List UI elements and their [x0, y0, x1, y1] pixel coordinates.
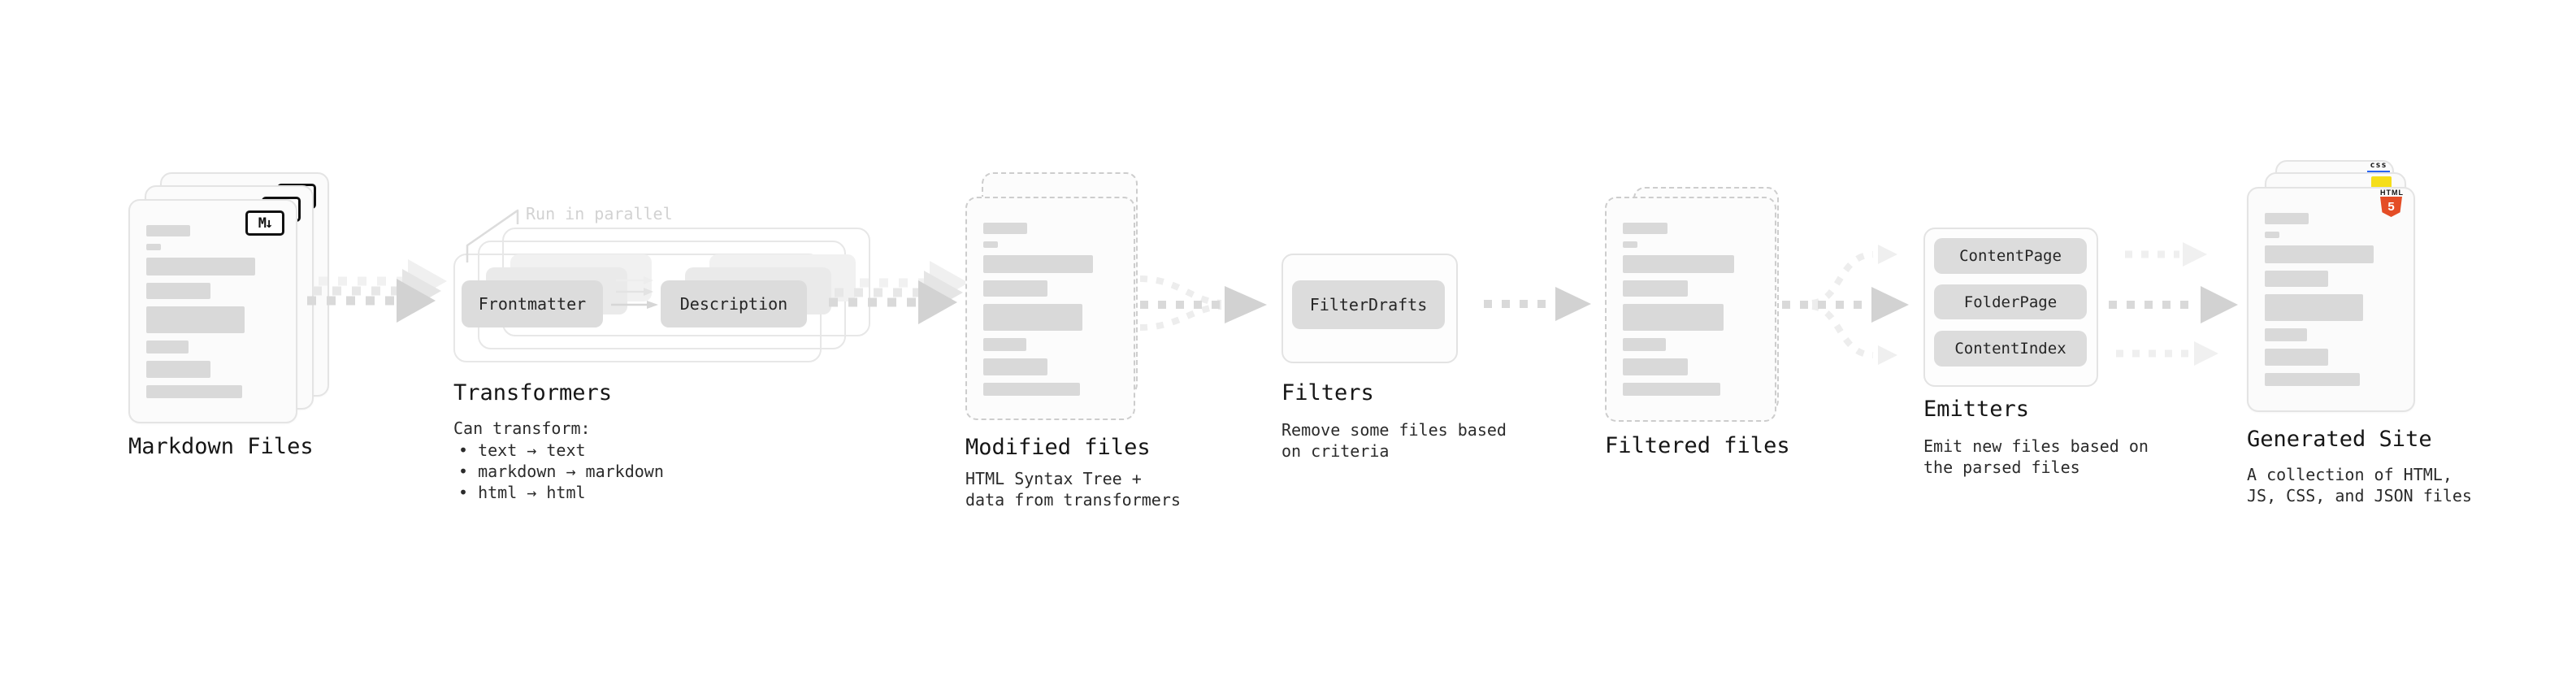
bullet-item: • html → html — [458, 483, 586, 502]
transformers-desc-heading: Can transform: — [453, 419, 591, 438]
skeleton-line — [1623, 255, 1734, 273]
skeleton-line — [1623, 383, 1721, 396]
modified-file-card-front — [965, 197, 1135, 420]
station-title-markdown-files: Markdown Files — [128, 434, 314, 459]
doc-skeleton — [130, 201, 296, 398]
skeleton-line — [1623, 358, 1689, 375]
arrow-transformers-to-modified — [829, 261, 969, 324]
station-title-generated-site: Generated Site — [2247, 427, 2432, 452]
skeleton-line — [2265, 328, 2308, 341]
filter-step-filterdrafts: FilterDrafts — [1292, 280, 1445, 329]
skeleton-line — [2265, 271, 2329, 287]
station-title-transformers: Transformers — [453, 380, 613, 406]
generated-site-desc: A collection of HTML, JS, CSS, and JSON … — [2247, 465, 2472, 505]
station-title-modified-files: Modified files — [965, 435, 1151, 460]
skeleton-line — [146, 225, 191, 236]
skeleton-line — [146, 244, 162, 250]
skeleton-line — [2265, 245, 2374, 263]
skeleton-line — [1623, 304, 1724, 331]
station-title-emitters: Emitters — [1923, 397, 2030, 422]
bullet-item: • markdown → markdown — [458, 462, 664, 481]
filters-desc: Remove some files based on criteria — [1281, 420, 1507, 461]
doc-skeleton — [967, 198, 1134, 396]
skeleton-line — [983, 255, 1094, 273]
modified-files-desc: HTML Syntax Tree + data from transformer… — [965, 469, 1181, 510]
emitter-step-folderpage: FolderPage — [1934, 284, 2087, 319]
arrow-filters-to-filtered — [1484, 287, 1591, 321]
html5-icon: HTML 5 — [2380, 189, 2404, 217]
transformer-step-frontmatter: Frontmatter — [462, 280, 603, 327]
step-flow-arrows — [611, 276, 658, 309]
arrow-filtered-to-emitters-split — [1782, 245, 1909, 365]
generated-file-card-html — [2247, 187, 2415, 412]
skeleton-line — [1623, 241, 1638, 248]
arrow-modified-to-filters-merge — [1139, 275, 1267, 331]
html5-icon-shield: 5 — [2380, 197, 2402, 217]
skeleton-line — [983, 358, 1048, 375]
station-title-filtered-files: Filtered files — [1605, 433, 1790, 458]
html5-icon-number: 5 — [2387, 200, 2395, 214]
skeleton-line — [1623, 280, 1689, 297]
html5-icon-word: HTML — [2380, 189, 2404, 197]
filtered-file-card-front — [1605, 197, 1776, 422]
skeleton-line — [983, 383, 1080, 396]
doc-skeleton — [2249, 189, 2413, 386]
skeleton-line — [983, 338, 1026, 351]
skeleton-line — [2265, 232, 2279, 238]
emitter-step-contentindex: ContentIndex — [1934, 331, 2087, 367]
skeleton-line — [146, 306, 245, 333]
skeleton-line — [2265, 373, 2361, 386]
skeleton-line — [1623, 338, 1667, 351]
skeleton-line — [146, 258, 256, 275]
arrow-emitters-to-generated — [2109, 242, 2238, 366]
skeleton-line — [983, 223, 1028, 234]
markdown-icon: M↓ — [245, 210, 284, 236]
markdown-icon-label: M↓ — [258, 215, 274, 232]
doc-skeleton — [1607, 198, 1775, 396]
callout-connector-line — [466, 209, 519, 262]
skeleton-line — [983, 241, 999, 248]
skeleton-line — [983, 280, 1048, 297]
markdown-file-card-front: M↓ — [128, 199, 297, 423]
arrow-markdown-to-transformers — [307, 259, 447, 323]
skeleton-line — [2265, 213, 2309, 224]
skeleton-line — [2265, 349, 2329, 366]
transformers-bullet-list: • text → text • markdown → markdown • ht… — [458, 440, 664, 503]
run-in-parallel-label: Run in parallel — [526, 204, 673, 223]
station-title-filters: Filters — [1281, 380, 1374, 406]
skeleton-line — [146, 361, 210, 378]
skeleton-line — [2265, 294, 2363, 321]
transformer-step-description: Description — [661, 280, 807, 327]
emitter-step-contentpage: ContentPage — [1934, 238, 2087, 274]
bullet-item: • text → text — [458, 440, 586, 460]
skeleton-line — [146, 340, 189, 354]
skeleton-line — [146, 385, 243, 398]
emitters-desc: Emit new files based on the parsed files — [1923, 436, 2149, 477]
css-icon-label: css — [2370, 161, 2387, 170]
skeleton-line — [983, 304, 1083, 331]
skeleton-line — [1623, 223, 1668, 234]
skeleton-line — [146, 283, 210, 299]
